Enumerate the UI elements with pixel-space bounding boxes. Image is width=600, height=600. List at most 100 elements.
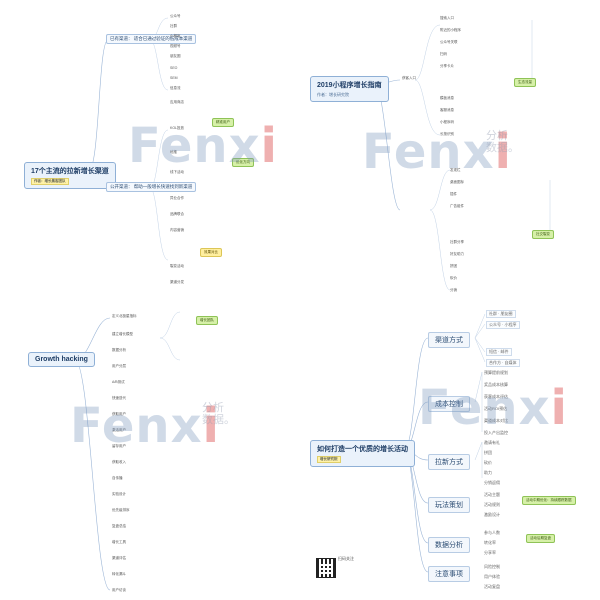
leaf-node: 建立增长模型: [112, 332, 133, 336]
section-item: 参与人数: [484, 530, 500, 535]
watermark-sub-top: 分析: [486, 130, 508, 142]
root-title: Growth hacking: [35, 356, 88, 363]
section-item: 获客成本评估: [484, 394, 508, 399]
leaf-node: 优先级排序: [112, 508, 130, 512]
branch-existing-channels: 已有渠道： 适合已通过验证的低成本渠道: [106, 34, 197, 44]
leaf-node: 附近的小程序: [440, 28, 461, 32]
leaf-node: 模板消息: [440, 96, 454, 100]
section-node: 成本控制: [428, 396, 470, 412]
leaf-node: 扫码: [440, 52, 447, 56]
leaf-node: 转化漏斗: [112, 572, 126, 576]
leaf-node: 公众号关联: [440, 40, 458, 44]
leaf-node: 插件: [450, 192, 457, 196]
section-item: 拼团: [484, 450, 492, 455]
leaf-node: 增长工具: [112, 540, 126, 544]
section-item: 活动ROI预估: [484, 406, 508, 411]
leaf-node: SEM: [170, 76, 178, 80]
leaf-node: 用户访谈: [112, 588, 126, 592]
watermark-logo: Fenxi: [128, 118, 278, 174]
leaf-node: 客服消息: [440, 108, 454, 112]
leaf-node: 应用商店: [170, 100, 184, 104]
section-item: 分销返佣: [484, 480, 500, 485]
mindmap-panel-growth-hacking: Growth hacking 增长团队 定义北极星指标 建立增长模型 数据分析 …: [0, 300, 300, 600]
leaf-node: 社群分享: [450, 240, 464, 244]
mindmap-panel-growth-activity: 如何打造一个优质的增长活动 增长研究院 渠道方式 成本控制 拉新方式 玩法策划 …: [300, 300, 600, 600]
section-node: 渠道方式: [428, 332, 470, 348]
section-item: 砍价: [484, 460, 492, 465]
leaf-node: 小程序: [170, 34, 181, 38]
section-item: 助力: [484, 470, 492, 475]
leaf-node: 定义北极星指标: [112, 314, 137, 318]
leaf-node: 获取收入: [112, 460, 126, 464]
root-title: 如何打造一个优质的增长活动: [317, 446, 408, 453]
watermark-text: Fenx: [70, 398, 203, 454]
watermark-subtext: 分析 数据。: [486, 130, 519, 154]
leaf-node: 复盘总结: [112, 524, 126, 528]
section-item: 活动规则: [484, 502, 500, 507]
leaf-node: 品牌联合: [170, 212, 184, 216]
section-item: 风险控制: [484, 564, 500, 569]
leaf-node: 广告组件: [450, 204, 464, 208]
watermark-logo: Fenxi: [70, 398, 220, 454]
highlight-node: 精准用户: [212, 118, 234, 127]
section-item: 短信 · 邮件: [486, 348, 512, 356]
leaf-node: 实验设计: [112, 492, 126, 496]
highlight-node: 生态流量: [514, 78, 536, 87]
leaf-node: 好友助力: [450, 252, 464, 256]
section-item: 社群 · 朋友圈: [486, 310, 516, 318]
leaf-node: 数据分析: [112, 348, 126, 352]
section-item: 预算提前规划: [484, 370, 508, 375]
watermark-text: Fenx: [362, 124, 495, 180]
section-item: 公众号 · 小程序: [486, 321, 520, 329]
root-node: Growth hacking: [28, 352, 95, 367]
branch-node: 获客入口: [402, 76, 416, 80]
section-item: 用户体验: [484, 574, 500, 579]
callout-node: 活动中期优化：持续跟踪数据: [522, 496, 576, 505]
leaf-node: 小程序码: [440, 120, 454, 124]
watermark-sub-bottom: 数据。: [202, 414, 235, 426]
leaf-node: 拼团: [450, 264, 457, 268]
section-item: 邀请有礼: [484, 440, 500, 445]
watermark-text: Fenx: [128, 118, 261, 174]
qr-label: 扫码关注: [338, 556, 354, 561]
root-node: 17个主流的拉新增长渠道 作者：增长黑客团队: [24, 162, 116, 189]
leaf-node: 搜索入口: [440, 16, 454, 20]
section-item: 激励设计: [484, 512, 500, 517]
leaf-node: 内容营销: [170, 228, 184, 232]
watermark-sub-bottom: 数据。: [486, 142, 519, 154]
leaf-node: 留存用户: [112, 444, 126, 448]
section-item: 合作方 · 自媒体: [486, 359, 520, 367]
leaf-node: A/B测试: [112, 380, 125, 384]
leaf-node: SEO: [170, 66, 178, 70]
highlight-node: 效果对比: [200, 248, 222, 257]
leaf-node: 砍价: [450, 276, 457, 280]
leaf-node: 渠道分发: [170, 280, 184, 284]
section-item: 投入产出监控: [484, 430, 508, 435]
section-item: 活动主题: [484, 492, 500, 497]
leaf-node: 用户分层: [112, 364, 126, 368]
watermark-subtext: 分析 数据。: [202, 402, 235, 426]
highlight-node: 增长团队: [196, 316, 218, 325]
leaf-node: 渠道评估: [112, 556, 126, 560]
watermark-logo: Fenxi: [418, 380, 568, 436]
section-node: 注意事项: [428, 566, 470, 582]
mindmap-panel-channels: 17个主流的拉新增长渠道 作者：增长黑客团队 已有渠道： 适合已通过验证的低成本…: [0, 0, 300, 300]
qr-code: [316, 558, 336, 578]
leaf-node: 桌面图标: [450, 180, 464, 184]
leaf-node: 社群: [170, 24, 177, 28]
leaf-node: 发现栏: [450, 168, 461, 172]
section-item: 转化率: [484, 540, 496, 545]
section-item: 渠道成本对比: [484, 418, 508, 423]
mindmap-panel-miniprogram: 2019小程序增长指南 作者：增长研究院 获客入口 生态流量 社交裂变 搜索入口…: [300, 0, 600, 300]
root-title: 17个主流的拉新增长渠道: [31, 168, 109, 175]
root-tag: 作者：增长黑客团队: [31, 178, 69, 185]
leaf-node: 朋友圈: [170, 54, 181, 58]
leaf-node: 激活用户: [112, 428, 126, 432]
section-item: 活动复盘: [484, 584, 500, 589]
root-node: 2019小程序增长指南 作者：增长研究院: [310, 76, 389, 102]
leaf-node: 视频号: [170, 44, 181, 48]
section-item: 分享率: [484, 550, 496, 555]
leaf-node: 快速迭代: [112, 396, 126, 400]
watermark-sub-top: 分析: [202, 402, 224, 414]
leaf-node: 分销: [450, 288, 457, 292]
